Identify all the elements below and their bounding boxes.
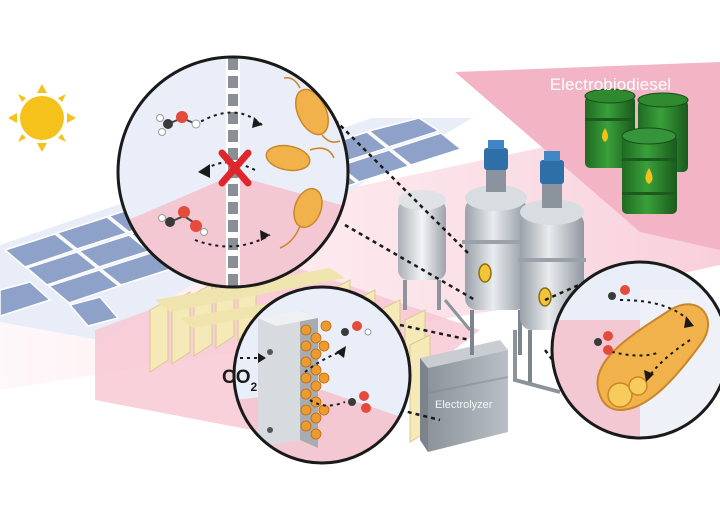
zoom-circle-bacteria	[116, 55, 350, 289]
molecule-icon	[594, 285, 630, 355]
co2-inlet-label: CO2	[222, 367, 258, 394]
zoom-circle-cell	[550, 260, 720, 440]
electrolyzer-label: Electrolyzer	[435, 399, 493, 411]
product-title: Electrobiodiesel	[549, 75, 672, 94]
co2-subscript: 2	[250, 379, 258, 394]
sun-icon	[8, 84, 76, 152]
molecule-icon	[341, 321, 372, 413]
barrel-icon	[584, 88, 689, 214]
zoom-circle-electrode	[232, 285, 412, 465]
bacterium-icon	[596, 303, 710, 412]
molecule-icon	[156, 111, 208, 236]
bacterium-icon	[265, 88, 329, 229]
cross-icon	[218, 149, 252, 187]
co2-main-text: CO	[222, 367, 251, 388]
electrolyzer-icon	[420, 340, 508, 452]
